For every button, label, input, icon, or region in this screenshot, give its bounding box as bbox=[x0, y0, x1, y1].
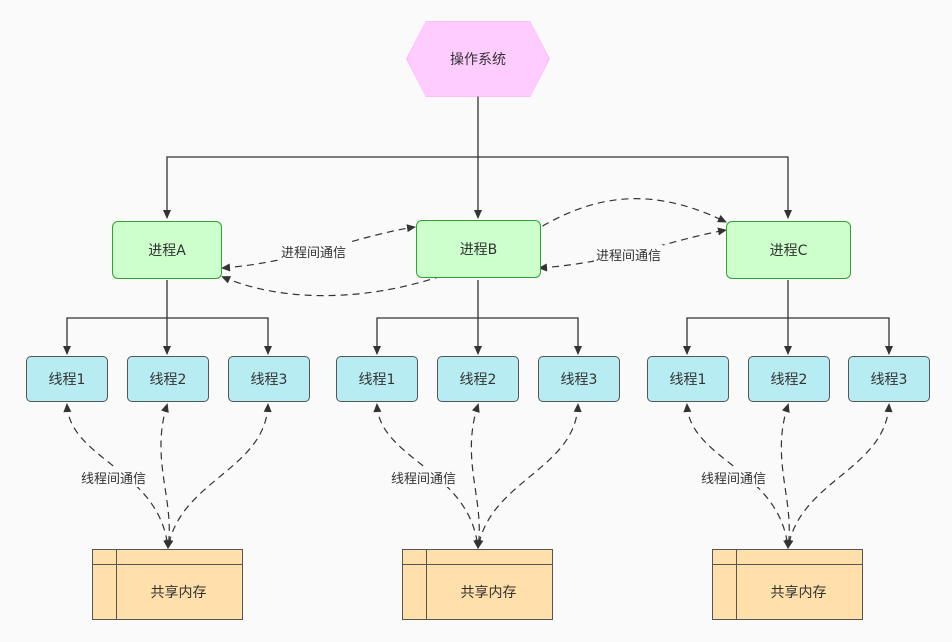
itc-a-3 bbox=[165, 403, 272, 549]
thread-c2-node[interactable]: 线程2 bbox=[748, 356, 830, 402]
itc-c-3 bbox=[785, 403, 893, 549]
os-to-process-edges bbox=[163, 94, 792, 219]
thread-memory-edges bbox=[63, 403, 893, 549]
process-b-label: 进程B bbox=[459, 242, 498, 258]
process-c-label: 进程C bbox=[769, 243, 808, 259]
process-b-node[interactable]: 进程B bbox=[416, 220, 541, 278]
edge-pc-t1 bbox=[683, 317, 788, 355]
thread-b2-label: 线程2 bbox=[459, 372, 497, 388]
thread-a2-label: 线程2 bbox=[149, 372, 187, 388]
itc-b-3 bbox=[475, 403, 582, 549]
thread-b3-label: 线程3 bbox=[560, 372, 598, 388]
itc-c-2 bbox=[780, 403, 794, 549]
thread-c1-label: 线程1 bbox=[669, 372, 707, 388]
shared-memory-c[interactable]: 共享内存 bbox=[712, 549, 863, 620]
thread-b1-label: 线程1 bbox=[358, 372, 396, 388]
ipc-a-c bbox=[221, 198, 727, 297]
itc-label-c: 线程间通信 bbox=[699, 468, 769, 487]
shared-memory-a-label: 共享内存 bbox=[150, 584, 207, 601]
memory-b-column bbox=[426, 550, 427, 619]
process-to-thread-edges bbox=[63, 280, 893, 355]
edge-pa-t1 bbox=[63, 317, 167, 355]
edge-pb-t3 bbox=[478, 317, 582, 355]
thread-c1-node[interactable]: 线程1 bbox=[647, 356, 729, 402]
shared-memory-c-label: 共享内存 bbox=[770, 584, 827, 601]
shared-memory-b-label: 共享内存 bbox=[460, 584, 517, 601]
memory-a-divider bbox=[93, 564, 242, 565]
itc-b-2 bbox=[470, 403, 484, 549]
itc-a-2 bbox=[160, 403, 174, 549]
ipc-label-ab: 进程间通信 bbox=[279, 242, 349, 261]
thread-b3-node[interactable]: 线程3 bbox=[538, 356, 620, 402]
itc-label-b: 线程间通信 bbox=[389, 468, 459, 487]
thread-a3-node[interactable]: 线程3 bbox=[228, 356, 310, 402]
edge-pc-t3 bbox=[788, 317, 893, 355]
process-c-node[interactable]: 进程C bbox=[726, 221, 851, 279]
thread-b2-node[interactable]: 线程2 bbox=[437, 356, 519, 402]
thread-a3-label: 线程3 bbox=[250, 372, 288, 388]
shared-memory-b[interactable]: 共享内存 bbox=[402, 549, 553, 620]
memory-a-column bbox=[116, 550, 117, 619]
process-a-node[interactable]: 进程A bbox=[112, 221, 222, 279]
ipc-edges bbox=[221, 198, 727, 297]
ipc-label-bc: 进程间通信 bbox=[594, 245, 664, 264]
thread-a2-node[interactable]: 线程2 bbox=[127, 356, 209, 402]
memory-c-column bbox=[736, 550, 737, 619]
process-a-label: 进程A bbox=[148, 243, 186, 259]
thread-c3-label: 线程3 bbox=[870, 372, 908, 388]
itc-label-a: 线程间通信 bbox=[79, 468, 149, 487]
edge-pa-t3 bbox=[167, 317, 272, 355]
os-label: 操作系统 bbox=[450, 52, 506, 68]
thread-b1-node[interactable]: 线程1 bbox=[336, 356, 418, 402]
edge-pb-t1 bbox=[373, 317, 478, 355]
memory-b-divider bbox=[403, 564, 552, 565]
os-node[interactable]: 操作系统 bbox=[407, 22, 549, 96]
thread-c2-label: 线程2 bbox=[770, 372, 808, 388]
thread-c3-node[interactable]: 线程3 bbox=[848, 356, 930, 402]
thread-a1-node[interactable]: 线程1 bbox=[26, 356, 108, 402]
edge-os-process-c bbox=[478, 156, 792, 219]
edge-os-process-a bbox=[163, 156, 478, 219]
thread-a1-label: 线程1 bbox=[48, 372, 86, 388]
memory-c-divider bbox=[713, 564, 862, 565]
shared-memory-a[interactable]: 共享内存 bbox=[92, 549, 243, 620]
